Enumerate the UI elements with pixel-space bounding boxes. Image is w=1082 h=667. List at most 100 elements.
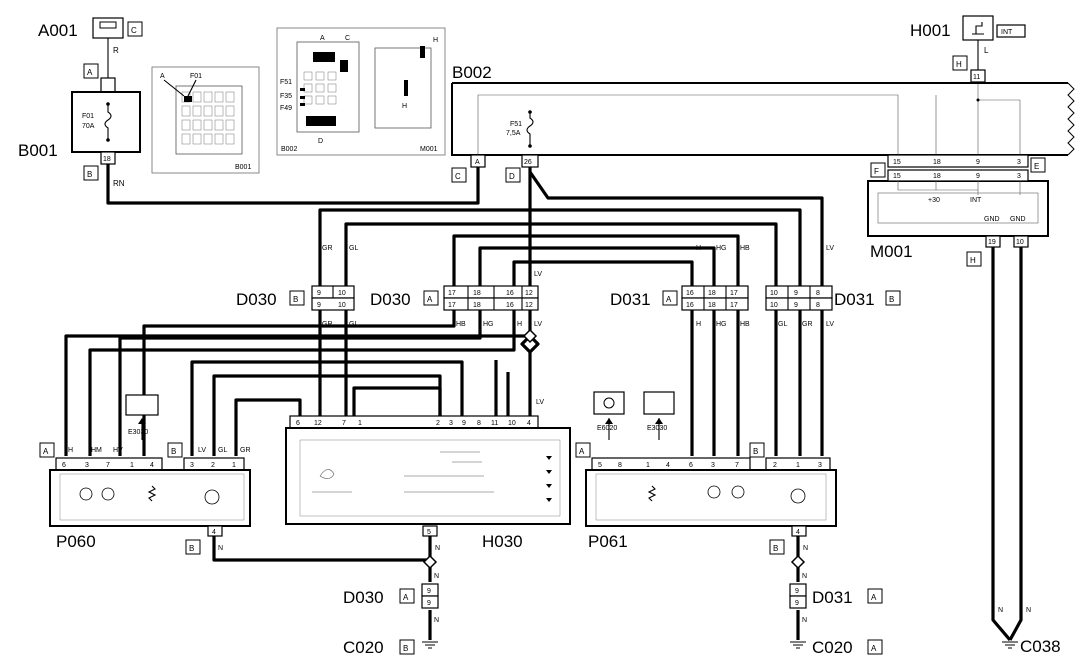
- svg-text:HM: HM: [91, 447, 102, 454]
- svg-text:17: 17: [730, 302, 738, 309]
- svg-text:E3030: E3030: [128, 429, 148, 436]
- svg-text:18: 18: [933, 173, 941, 180]
- d031-b-connector: LV 10 9 8 10 9 8 D031 B GL GR LV: [765, 245, 901, 328]
- svg-text:16: 16: [506, 290, 514, 297]
- svg-text:16: 16: [686, 290, 694, 297]
- svg-text:11: 11: [491, 420, 498, 427]
- svg-text:1: 1: [646, 462, 650, 469]
- svg-text:B: B: [773, 544, 778, 553]
- svg-text:HV: HV: [113, 447, 123, 454]
- svg-text:7: 7: [106, 462, 110, 469]
- svg-text:1: 1: [130, 462, 134, 469]
- a001-battery: A001 C R A: [38, 17, 143, 93]
- svg-text:4: 4: [527, 420, 531, 427]
- svg-text:F51: F51: [510, 121, 522, 128]
- svg-text:C: C: [455, 172, 461, 181]
- svg-text:H: H: [517, 321, 522, 328]
- svg-text:LV: LV: [536, 399, 544, 406]
- svg-text:18: 18: [473, 302, 481, 309]
- svg-text:9: 9: [427, 588, 431, 595]
- svg-text:C: C: [131, 26, 137, 35]
- svg-text:GND: GND: [984, 216, 1000, 223]
- svg-text:HG: HG: [716, 245, 727, 252]
- svg-text:N: N: [434, 573, 439, 580]
- b001-inset-image: A F01 B001: [151, 66, 260, 174]
- svg-text:GL: GL: [218, 447, 227, 454]
- svg-text:10: 10: [770, 290, 778, 297]
- svg-text:B: B: [889, 295, 894, 304]
- d030-lower-label: D030: [343, 588, 384, 607]
- svg-text:12: 12: [314, 420, 322, 427]
- svg-text:H: H: [696, 321, 701, 328]
- d031-lower-label: D031: [812, 588, 853, 607]
- svg-text:HG: HG: [716, 321, 727, 328]
- svg-text:18: 18: [933, 159, 941, 166]
- svg-text:3: 3: [190, 462, 194, 469]
- motor-icon: [731, 485, 745, 499]
- svg-text:16: 16: [686, 302, 694, 309]
- svg-text:15: 15: [893, 159, 901, 166]
- svg-text:15: 15: [893, 173, 901, 180]
- svg-text:4: 4: [796, 529, 800, 536]
- svg-text:7: 7: [342, 420, 346, 427]
- svg-text:7: 7: [735, 462, 739, 469]
- svg-text:F49: F49: [280, 105, 292, 112]
- svg-text:GL: GL: [349, 245, 358, 252]
- d031-a-connector: H HG HB 16 18 17 16 18 17 D031 A H HG HB: [610, 245, 750, 328]
- svg-text:A: A: [403, 593, 409, 602]
- svg-text:L: L: [984, 46, 989, 55]
- motor-icon: [79, 487, 93, 501]
- svg-text:D: D: [318, 138, 323, 145]
- svg-text:4: 4: [150, 462, 154, 469]
- svg-text:70A: 70A: [82, 123, 95, 130]
- d030-lower-connector: N 9 9 D030 A N: [343, 573, 439, 624]
- svg-text:9: 9: [427, 600, 431, 607]
- svg-text:18: 18: [103, 156, 111, 163]
- b001-fusebox: B001 F01 70A 18 B RN: [18, 91, 141, 188]
- heated-mirror-icon: [125, 394, 159, 416]
- defrost-icon: [593, 391, 625, 415]
- svg-text:3: 3: [1017, 173, 1021, 180]
- svg-text:3: 3: [818, 462, 822, 469]
- svg-text:9: 9: [462, 420, 466, 427]
- svg-text:10: 10: [338, 302, 346, 309]
- svg-text:6: 6: [296, 420, 300, 427]
- svg-text:12: 12: [525, 290, 533, 297]
- svg-text:GL: GL: [349, 321, 358, 328]
- svg-text:D: D: [509, 172, 515, 181]
- svg-text:A: A: [320, 35, 325, 42]
- d030-a-label: D030: [370, 290, 411, 309]
- svg-text:B002: B002: [281, 146, 297, 153]
- c038-ground: N N C038: [998, 607, 1061, 656]
- svg-text:B001: B001: [235, 164, 251, 171]
- a001-label: A001: [38, 21, 78, 40]
- svg-text:F: F: [874, 167, 879, 176]
- svg-text:+30: +30: [928, 197, 940, 204]
- svg-text:A: A: [579, 447, 585, 456]
- svg-text:M001: M001: [420, 146, 438, 153]
- svg-text:8: 8: [477, 420, 481, 427]
- svg-text:HB: HB: [456, 321, 466, 328]
- svg-text:18: 18: [473, 290, 481, 297]
- h030-label: H030: [482, 532, 523, 551]
- svg-text:GL: GL: [778, 321, 787, 328]
- svg-text:A: A: [160, 73, 165, 80]
- svg-text:N: N: [802, 573, 807, 580]
- svg-text:LV: LV: [826, 245, 834, 252]
- svg-text:H: H: [433, 37, 438, 44]
- svg-text:LV: LV: [534, 321, 542, 328]
- svg-text:F01: F01: [190, 73, 202, 80]
- heater-icon: [147, 485, 157, 502]
- svg-text:H: H: [970, 256, 976, 265]
- motor-icon: [707, 485, 721, 499]
- svg-text:B: B: [753, 447, 758, 456]
- d030-b-label: D030: [236, 290, 277, 309]
- switch-icon: [962, 15, 994, 41]
- b002-label: B002: [452, 63, 492, 82]
- svg-text:N: N: [998, 607, 1003, 614]
- svg-text:HG: HG: [483, 321, 494, 328]
- motor-icon: [790, 488, 806, 504]
- p061-label: P061: [588, 532, 628, 551]
- svg-text:1: 1: [796, 462, 800, 469]
